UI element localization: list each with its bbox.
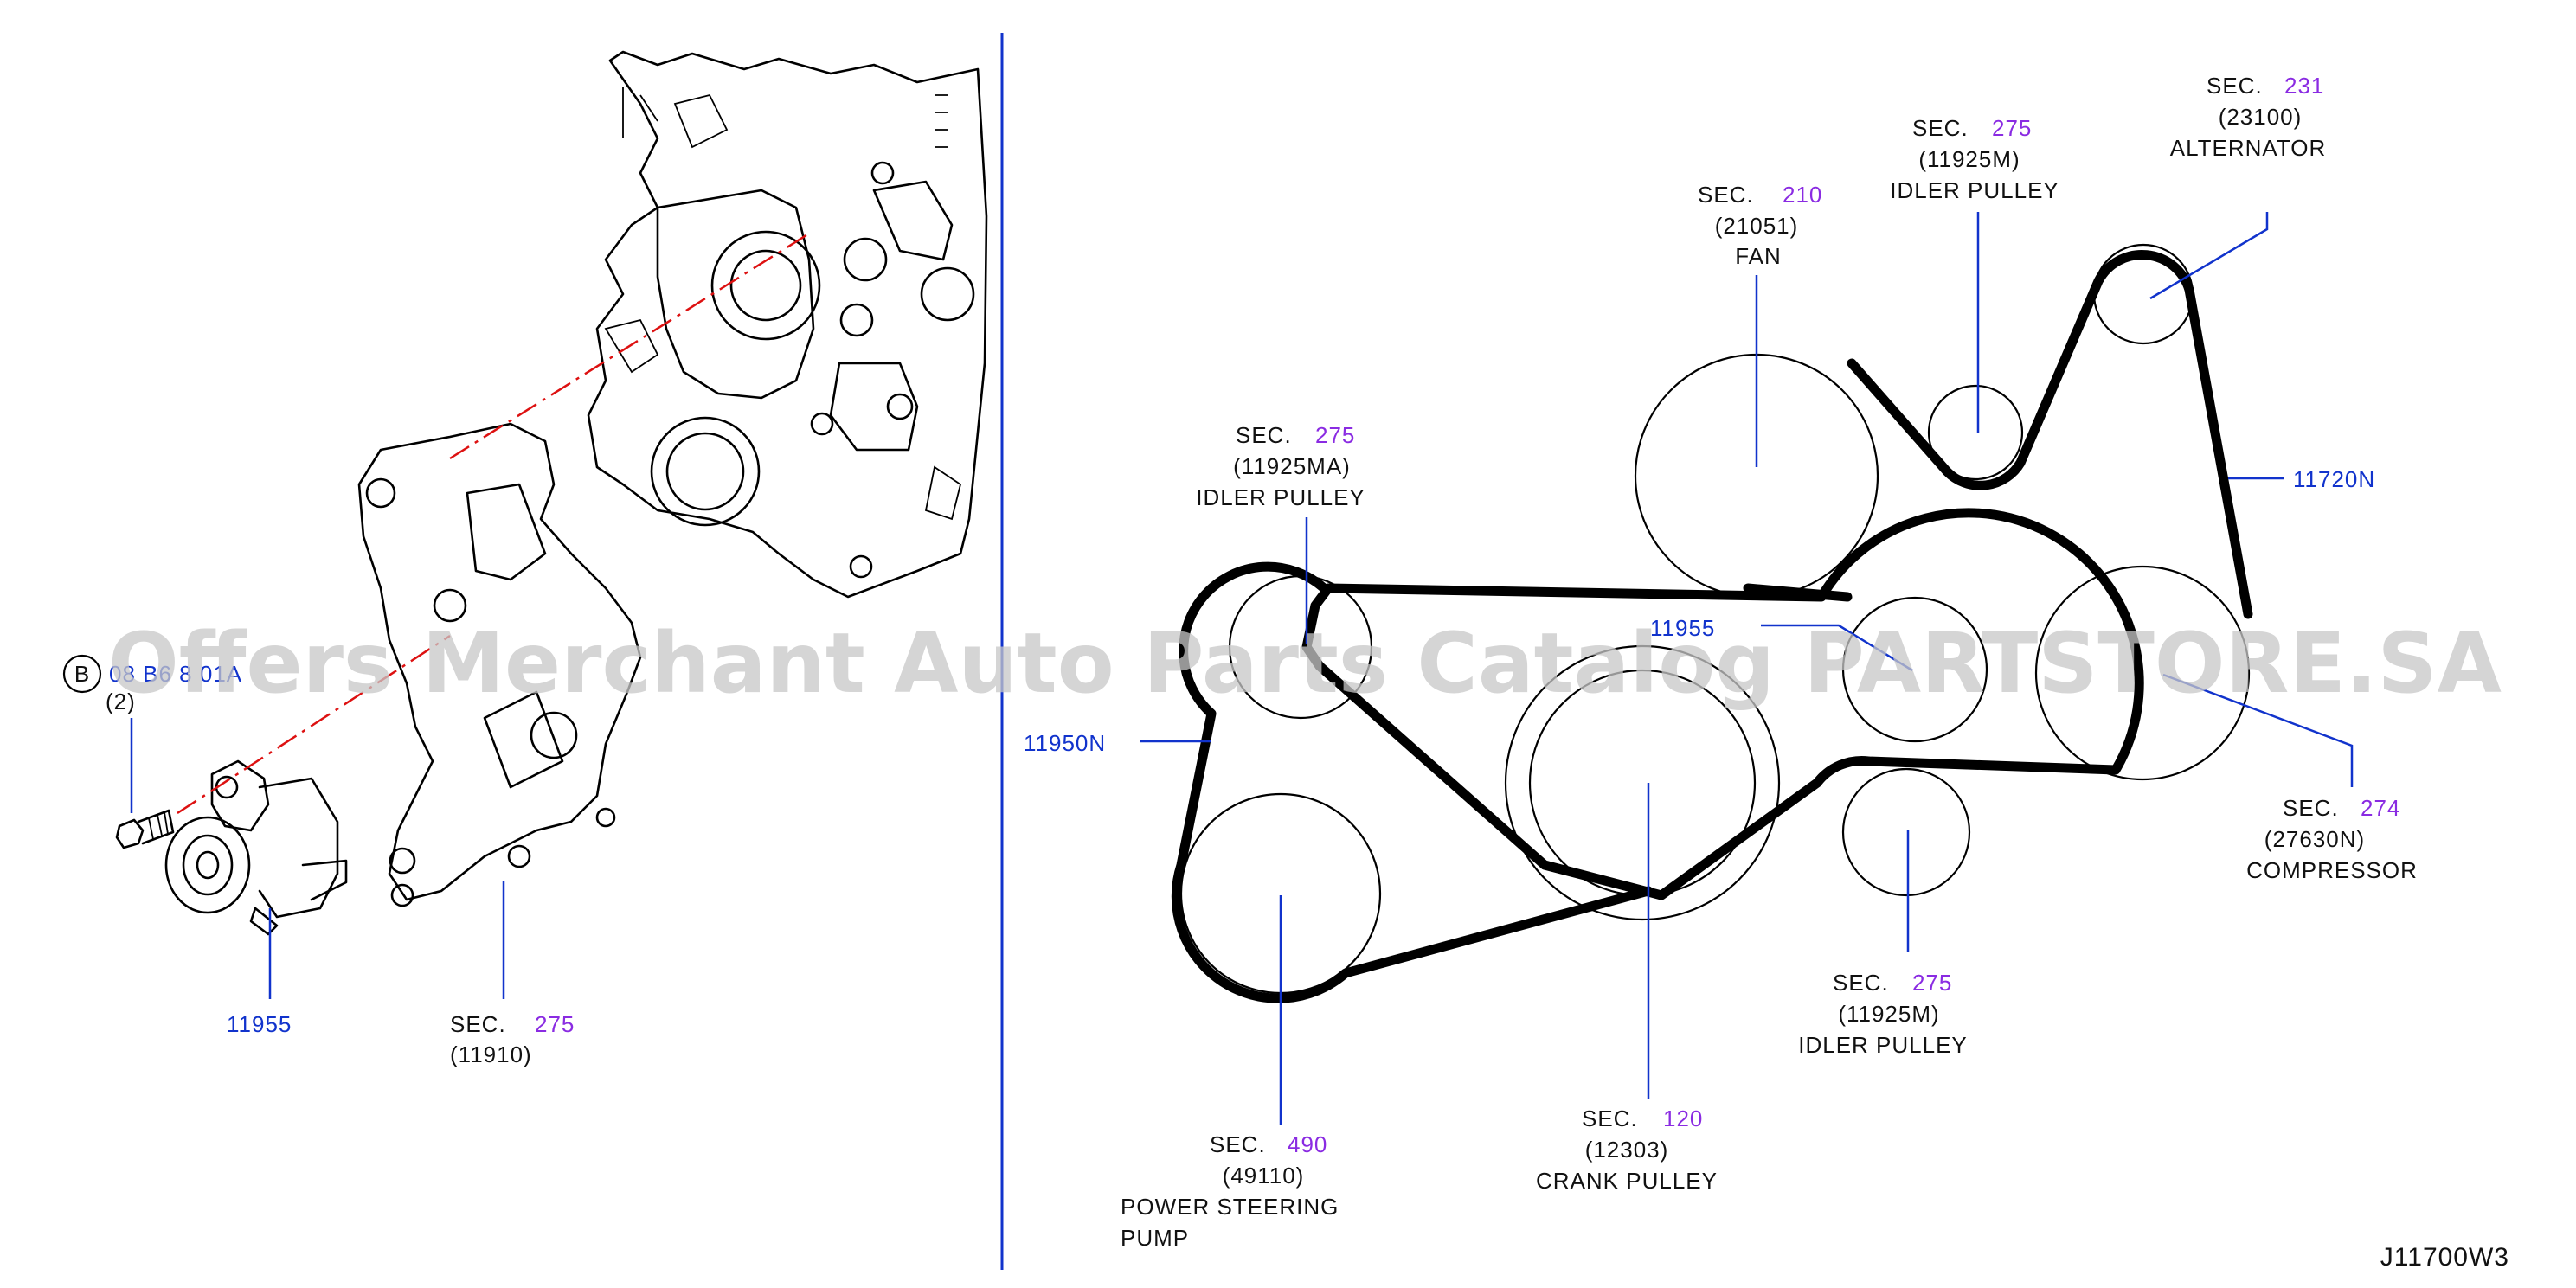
idler-top-callout[interactable]: SEC. 275 (11925M) IDLER PULLEY [1890, 115, 2059, 203]
svg-text:SEC.: SEC. [450, 1011, 506, 1037]
upper-belt-run [1847, 250, 2253, 619]
alternator-leader [2149, 212, 2269, 300]
idler-left-callout[interactable]: SEC. 275 (11925MA) IDLER PULLEY [1196, 422, 1365, 510]
bolt-qty: (2) [106, 689, 136, 714]
power-steering-sec-number[interactable]: 490 [1288, 1131, 1327, 1157]
ps-belt-part[interactable]: 11950N [1024, 730, 1106, 756]
svg-text:CRANK PULLEY: CRANK PULLEY [1536, 1168, 1718, 1194]
svg-text:SEC.: SEC. [1698, 182, 1754, 208]
circle-letter: B [74, 661, 90, 687]
svg-text:(49110): (49110) [1223, 1163, 1305, 1189]
tensioner-drawing [164, 759, 348, 936]
tensioner-right-leader [1761, 624, 1913, 672]
main-drive-belt [1301, 508, 2144, 900]
alternator-pulley[interactable] [2092, 243, 2194, 345]
compressor-sec-number[interactable]: 274 [2361, 795, 2400, 821]
svg-text:(11925M): (11925M) [1918, 146, 2020, 172]
alternator-callout[interactable]: SEC. 231 (23100) ALTERNATOR [2170, 73, 2326, 161]
idler-pulley-bottom[interactable] [1841, 767, 1971, 897]
svg-text:SEC.: SEC. [1582, 1105, 1638, 1131]
tensioner-pulley[interactable] [1841, 596, 1988, 743]
svg-text:IDLER PULLEY: IDLER PULLEY [1196, 484, 1365, 510]
power-steering-callout[interactable]: SEC. 490 (49110) POWER STEERING PUMP [1121, 1131, 1339, 1251]
power-steering-belt [1171, 561, 1654, 1003]
svg-text:SEC.: SEC. [1833, 970, 1889, 996]
alternator-sec-number[interactable]: 231 [2284, 73, 2324, 99]
watermark: Offers Merchant Auto Parts Catalog PARTS… [108, 615, 2502, 712]
idler-pulley-top[interactable] [1927, 384, 2024, 481]
idler-bottom-sec-number[interactable]: 275 [1912, 970, 1952, 996]
svg-text:SEC.: SEC. [1236, 422, 1292, 448]
svg-text:(12303): (12303) [1585, 1137, 1669, 1163]
bolt-code[interactable]: 08 B6 8 01A [109, 661, 242, 687]
idler-left-sec-number[interactable]: 275 [1315, 422, 1355, 448]
idler-bottom-callout[interactable]: SEC. 275 (11925M) IDLER PULLEY [1798, 970, 1968, 1058]
main-belt-part[interactable]: 11720N [2293, 466, 2375, 492]
bolt-drawing [115, 809, 175, 849]
svg-text:SEC.: SEC. [2207, 73, 2263, 99]
compressor-leader [2162, 673, 2354, 787]
svg-text:SEC.: SEC. [1912, 115, 1969, 141]
svg-text:COMPRESSOR: COMPRESSOR [2246, 857, 2418, 883]
bolt-callout[interactable]: B 08 B6 8 01A (2) [62, 654, 242, 714]
crank-sec-number[interactable]: 120 [1663, 1105, 1703, 1131]
svg-text:SEC.: SEC. [2283, 795, 2339, 821]
svg-text:PUMP: PUMP [1121, 1225, 1189, 1251]
circle-b-icon [62, 654, 102, 694]
svg-text:FAN: FAN [1735, 243, 1782, 269]
compressor-pulley[interactable] [2034, 565, 2251, 781]
crank-pulley-inner [1528, 669, 1757, 897]
idler-pulley-left[interactable] [1228, 574, 1373, 720]
svg-text:IDLER PULLEY: IDLER PULLEY [1798, 1032, 1968, 1058]
alignment-line-upper [449, 232, 810, 460]
fan-crank-belt-run [1743, 583, 1853, 602]
svg-text:POWER STEERING: POWER STEERING [1121, 1194, 1339, 1220]
crank-callout[interactable]: SEC. 120 (12303) CRANK PULLEY [1536, 1105, 1718, 1194]
engine-block-drawing [587, 50, 988, 599]
svg-text:IDLER PULLEY: IDLER PULLEY [1890, 177, 2059, 203]
svg-text:ALTERNATOR: ALTERNATOR [2170, 135, 2326, 161]
bracket-callout[interactable]: SEC. 275 (11910) [450, 1011, 575, 1067]
fan-callout[interactable]: SEC. 210 (21051) FAN [1698, 182, 1822, 269]
alignment-line-lower [177, 634, 451, 815]
compressor-callout[interactable]: SEC. 274 (27630N) COMPRESSOR [2246, 795, 2418, 883]
svg-text:(11925MA): (11925MA) [1233, 453, 1351, 479]
bracket-drawing [357, 422, 642, 907]
fan-sec-number[interactable]: 210 [1783, 182, 1822, 208]
crank-pulley-outer[interactable] [1504, 644, 1781, 921]
tensioner-part-left[interactable]: 11955 [227, 1011, 292, 1037]
bracket-sec-number[interactable]: 275 [535, 1011, 575, 1037]
idler-top-sec-number[interactable]: 275 [1992, 115, 2032, 141]
svg-text:(23100): (23100) [2219, 104, 2303, 130]
svg-text:(11925M): (11925M) [1838, 1001, 1939, 1027]
svg-text:SEC.: SEC. [1210, 1131, 1266, 1157]
tensioner-part-right[interactable]: 11955 [1650, 615, 1715, 641]
svg-text:(21051): (21051) [1715, 213, 1799, 239]
svg-text:(11910): (11910) [450, 1041, 532, 1067]
diagram-code: J11700W3 [2380, 1243, 2509, 1272]
svg-text:(27630N): (27630N) [2264, 826, 2365, 852]
